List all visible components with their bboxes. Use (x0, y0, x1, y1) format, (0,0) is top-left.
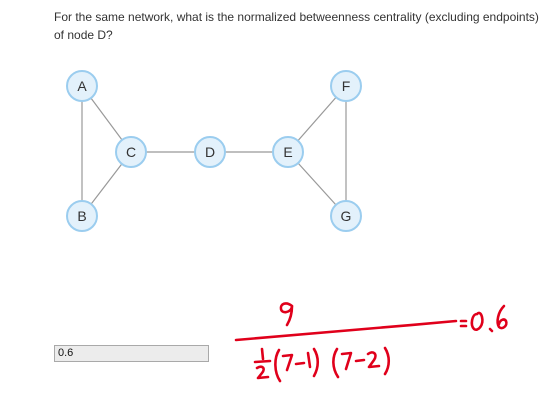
answer-input[interactable]: 0.6 (54, 345, 209, 362)
handwritten-numerator (279, 302, 294, 327)
node-f: F (330, 70, 362, 102)
handwritten-result-six (496, 304, 508, 330)
node-label: B (77, 208, 86, 224)
node-label: G (341, 208, 352, 224)
handwritten-fraction-bar (234, 319, 458, 342)
handwritten-result-zero (470, 311, 484, 331)
node-circle (330, 200, 362, 232)
node-c: C (115, 136, 147, 168)
node-circle (272, 136, 304, 168)
question-text: For the same network, what is the normal… (54, 10, 539, 42)
node-label: E (283, 144, 292, 160)
node-d: D (194, 136, 226, 168)
node-label: F (342, 78, 351, 94)
graph-nodes: A B C D E F G (66, 70, 362, 232)
handwritten-calculation (234, 302, 508, 383)
node-label: D (205, 144, 215, 160)
node-e: E (272, 136, 304, 168)
handwritten-half-bar (253, 359, 272, 364)
node-circle (66, 200, 98, 232)
node-circle (330, 70, 362, 102)
handwritten-approx (459, 319, 468, 328)
handwritten-denominator-expression (274, 346, 391, 383)
node-label: C (126, 144, 136, 160)
node-circle (66, 70, 98, 102)
handwritten-half-two (255, 365, 270, 380)
node-a: A (66, 70, 98, 102)
node-b: B (66, 200, 98, 232)
node-circle (115, 136, 147, 168)
node-circle (194, 136, 226, 168)
node-g: G (330, 200, 362, 232)
handwritten-half-one (260, 347, 265, 361)
handwritten-decimal-point (488, 327, 494, 333)
node-label: A (77, 78, 87, 94)
